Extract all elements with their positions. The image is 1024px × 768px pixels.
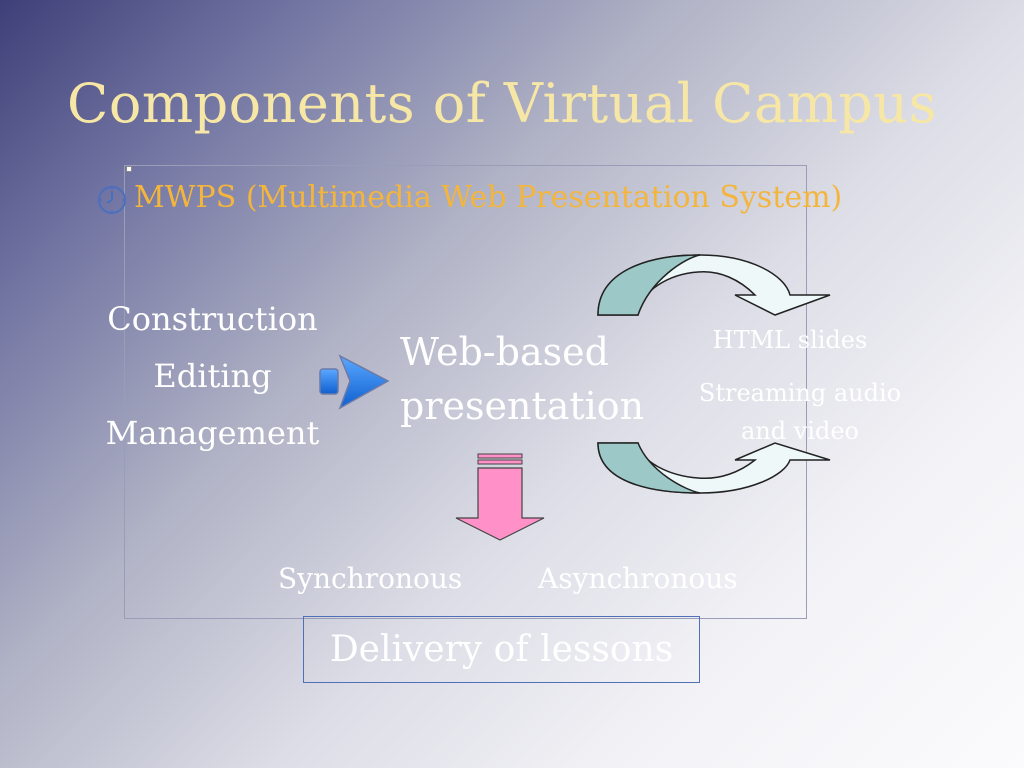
clock-icon: [98, 186, 126, 214]
subtitle: MWPS (Multimedia Web Presentation System…: [134, 180, 843, 215]
delivery-box: Delivery of lessons: [303, 616, 700, 683]
content-frame: [124, 165, 807, 619]
center-line-1: Web-based: [400, 330, 609, 374]
delivery-label: Delivery of lessons: [329, 629, 674, 670]
streaming-line-2: and video: [740, 417, 859, 445]
input-management: Management: [105, 414, 320, 452]
streaming-line-1: Streaming audio: [698, 379, 902, 407]
curved-arrows: [597, 254, 831, 494]
frame-handle: [126, 166, 132, 172]
input-construction: Construction: [107, 300, 318, 338]
mode-asynchronous: Asynchronous: [538, 562, 738, 595]
output-streaming: Streaming audio and video: [692, 374, 908, 450]
mode-synchronous: Synchronous: [278, 562, 463, 595]
web-based-presentation: Web-based presentation: [400, 325, 644, 433]
center-line-2: presentation: [400, 384, 645, 428]
slide-title: Components of Virtual Campus: [67, 72, 937, 135]
pink-down-arrow-icon: [455, 453, 545, 541]
bottom-curved-arrow-icon: [597, 442, 831, 494]
output-html-slides: HTML slides: [712, 326, 868, 354]
input-editing: Editing: [153, 357, 272, 395]
blue-arrow-icon: [319, 354, 390, 410]
top-curved-arrow-icon: [597, 254, 831, 316]
